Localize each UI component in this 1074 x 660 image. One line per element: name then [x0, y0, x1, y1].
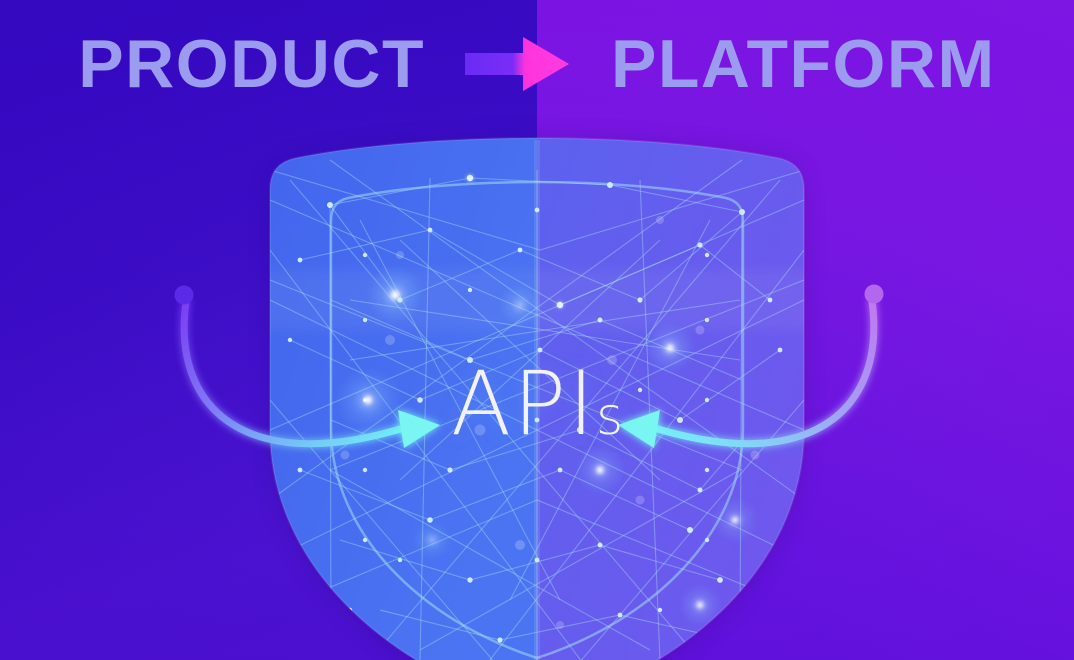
right-arrow-icon [465, 35, 573, 93]
headline-left-word: PRODUCT [78, 26, 426, 102]
headline: PRODUCT PLATFORM [0, 0, 1074, 128]
headline-right-word: PLATFORM [611, 26, 996, 102]
